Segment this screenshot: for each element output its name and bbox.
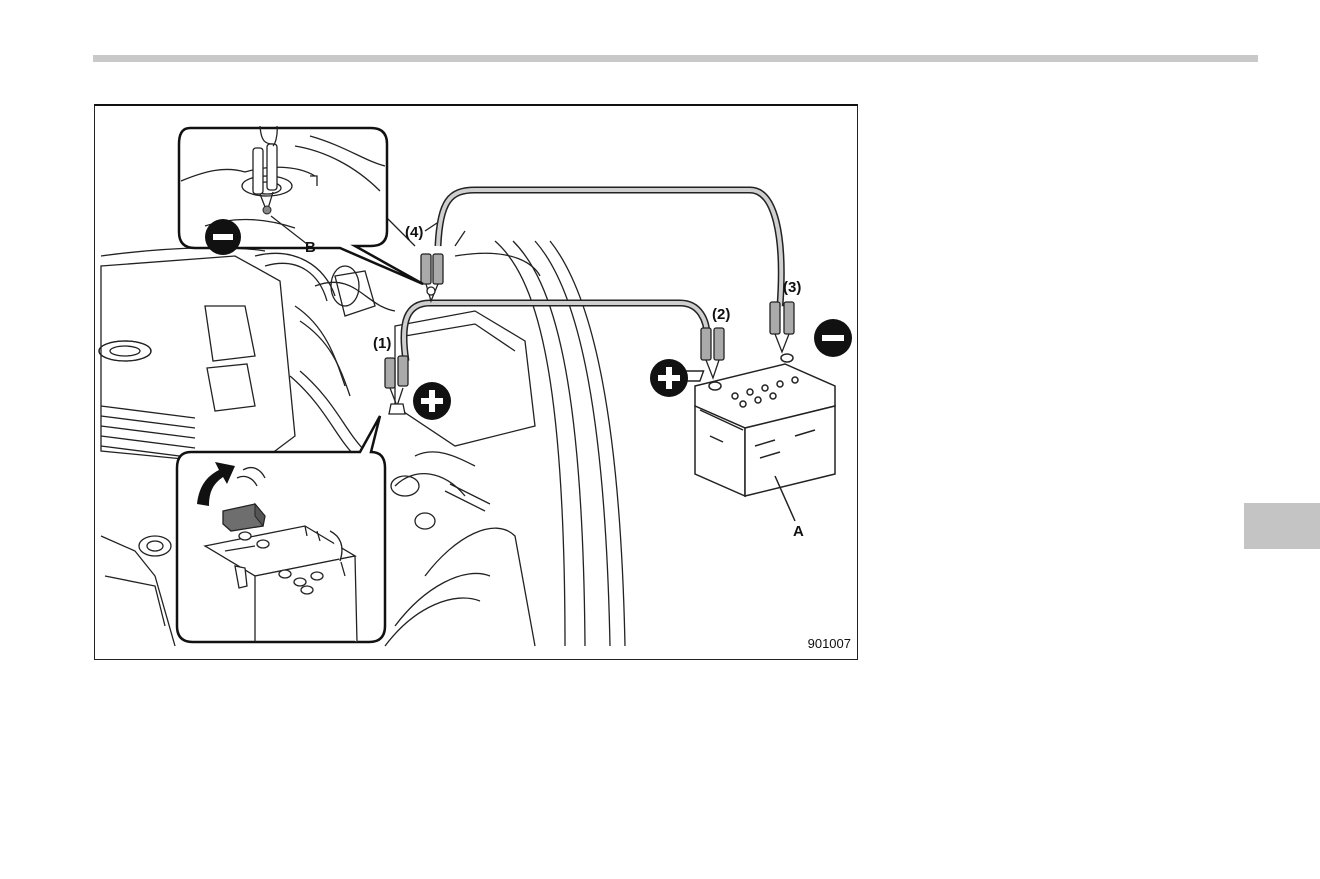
clamp-3 [770, 302, 794, 352]
donor-battery [670, 354, 835, 521]
jump-start-illustration: (4) (1) (2) (3) A B [95, 106, 858, 660]
label-ground-b: B [305, 239, 316, 256]
minus-terminal-icon [814, 319, 852, 357]
jump-start-figure: (4) (1) (2) (3) A B 901007 [94, 104, 858, 660]
label-step-4: (4) [405, 224, 423, 241]
header-rule [93, 55, 1258, 62]
label-battery-a: A [793, 523, 804, 540]
figure-number: 901007 [808, 636, 851, 651]
label-step-1: (1) [373, 335, 391, 352]
minus-terminal-icon [205, 219, 241, 255]
plus-terminal-icon [650, 359, 688, 397]
chapter-tab [1244, 503, 1320, 549]
plus-terminal-icon [413, 382, 451, 420]
clamp-4 [421, 254, 443, 301]
label-step-2: (2) [712, 306, 730, 323]
label-step-3: (3) [783, 279, 801, 296]
